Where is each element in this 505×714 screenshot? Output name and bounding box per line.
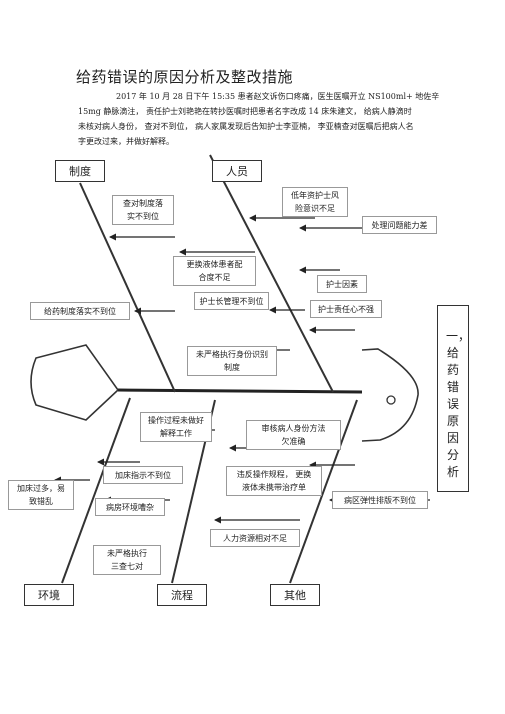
category-environment: 环境 — [24, 584, 74, 606]
cause-box: 病房环境嘈杂 — [95, 498, 165, 516]
cause-box: 病区弹性排版不到位 — [332, 491, 428, 509]
bone-personnel — [209, 154, 334, 393]
cause-box: 人力资源相对不足 — [210, 529, 300, 547]
analysis-side-label: 一，给药错误原因分析 — [437, 305, 471, 492]
category-policy: 制度 — [55, 160, 105, 182]
cause-box: 未严格执行身份识别 制度 — [187, 346, 277, 376]
cause-box: 处理问题能力差 — [362, 216, 437, 234]
cause-box: 加床指示不到位 — [103, 466, 183, 484]
fish-spine — [117, 388, 363, 394]
cause-box: 违反操作规程， 更换 液体未携带治疗单 — [226, 466, 322, 496]
cause-box: 低年资护士风 险意识不足 — [282, 187, 348, 217]
cause-box: 护士因素 — [317, 275, 367, 293]
category-other: 其他 — [270, 584, 320, 606]
fish-eye — [386, 395, 396, 405]
paragraph-line: 2017 年 10 月 28 日下午 15:35 患者赵文诉伤口疼痛，医生医嘱开… — [116, 92, 440, 101]
bone-environment — [61, 397, 131, 584]
paragraph-line: 字更改过来，并做好解释。 — [78, 137, 174, 146]
cause-box: 更换液体患者配 合度不足 — [173, 256, 256, 286]
incident-description: 2017 年 10 月 28 日下午 15:35 患者赵文诉伤口疼痛，医生医嘱开… — [78, 89, 440, 149]
page-title: 给药错误的原因分析及整改措施 — [76, 68, 294, 86]
cause-box: 护士长管理不到位 — [194, 292, 269, 310]
side-label-text: 一，给药错误原因分析 — [446, 329, 471, 479]
paragraph-line: 未核对病人身份， 查对不到位， 病人家属发现后告知护士李亚楠， 李亚楠查对医嘱后… — [78, 122, 414, 131]
cause-box: 未严格执行 三查七对 — [93, 545, 161, 575]
cause-box: 操作过程未做好 解释工作 — [140, 412, 212, 442]
fish-head — [361, 348, 419, 442]
category-process: 流程 — [157, 584, 207, 606]
cause-box: 审核病人身份方法 欠准确 — [246, 420, 341, 450]
cause-box: 查对制度落 实不到位 — [112, 195, 174, 225]
cause-box: 护士责任心不强 — [310, 300, 382, 318]
cause-box: 给药制度落实不到位 — [30, 302, 130, 320]
cause-box: 加床过多，易 致错乱 — [8, 480, 74, 510]
category-personnel: 人员 — [212, 160, 262, 182]
paragraph-line: 15mg 静脉滴注， 责任护士刘艳艳在转抄医嘱时把患者名字改成 14 床朱建文，… — [78, 107, 412, 116]
bone-policy — [79, 182, 176, 393]
fish-tail — [30, 344, 120, 421]
bone-other — [289, 399, 358, 584]
